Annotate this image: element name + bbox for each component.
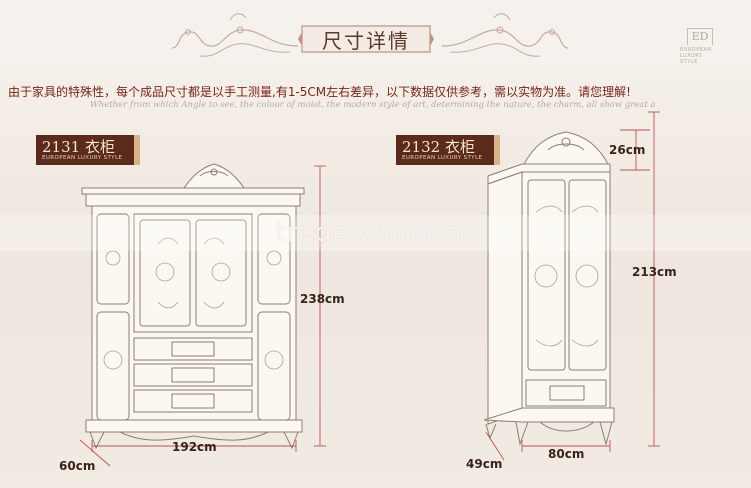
watermark-text: trade.china.cn — [275, 218, 477, 248]
title-text: 尺寸详情 — [322, 28, 410, 53]
wardrobe-2131-icon — [81, 163, 305, 450]
product-label-2132: 2132 衣柜 EUROPEAN LUXURY STYLE — [396, 135, 500, 165]
dim-height-2132: 213cm — [632, 265, 677, 279]
dim-width-2131: 192cm — [172, 440, 217, 454]
dim-crown-2132: 26cm — [609, 143, 646, 157]
product-label-subtitle: EUROPEAN LUXURY STYLE — [402, 155, 483, 161]
wardrobe-2132-icon — [483, 131, 615, 446]
scroll-ornament-left-icon — [171, 13, 299, 57]
dimension-lines-2131 — [79, 165, 326, 467]
dim-depth-2132: 49cm — [466, 457, 503, 471]
product-label-2131: 2131 衣柜 EUROPEAN LUXURY STYLE — [36, 135, 140, 165]
watermark-band — [0, 215, 751, 251]
product-label-subtitle: EUROPEAN LUXURY STYLE — [42, 155, 123, 161]
scroll-ornament-right-icon — [441, 13, 569, 57]
decorative-script-text: Whether from which Angle to see, the col… — [90, 100, 656, 110]
dim-height-2131: 238cm — [300, 292, 345, 306]
title-frame-icon — [298, 25, 434, 53]
disclaimer-notice: 由于家具的特殊性，每个成品尺寸都是以手工测量,有1-5CM左右差异，以下数据仅供… — [8, 85, 631, 99]
brand-logo: ED EUROPEAN LUXURY STYLE — [680, 28, 720, 65]
label-tab — [494, 135, 500, 165]
logo-text: EUROPEAN LUXURY STYLE — [680, 47, 712, 65]
logo-mark: ED — [687, 28, 713, 45]
carving-ornaments-icon — [534, 205, 599, 347]
section-title: 尺寸详情 — [296, 22, 436, 56]
product-label-title: 2131 衣柜 — [42, 138, 115, 156]
carving-ornaments-icon — [103, 237, 284, 370]
label-tab — [134, 135, 140, 165]
product-label-title: 2132 衣柜 — [402, 138, 475, 156]
dim-depth-2131: 60cm — [59, 459, 96, 473]
dimension-lines-2132 — [485, 111, 660, 461]
dim-width-2132: 80cm — [548, 447, 585, 461]
